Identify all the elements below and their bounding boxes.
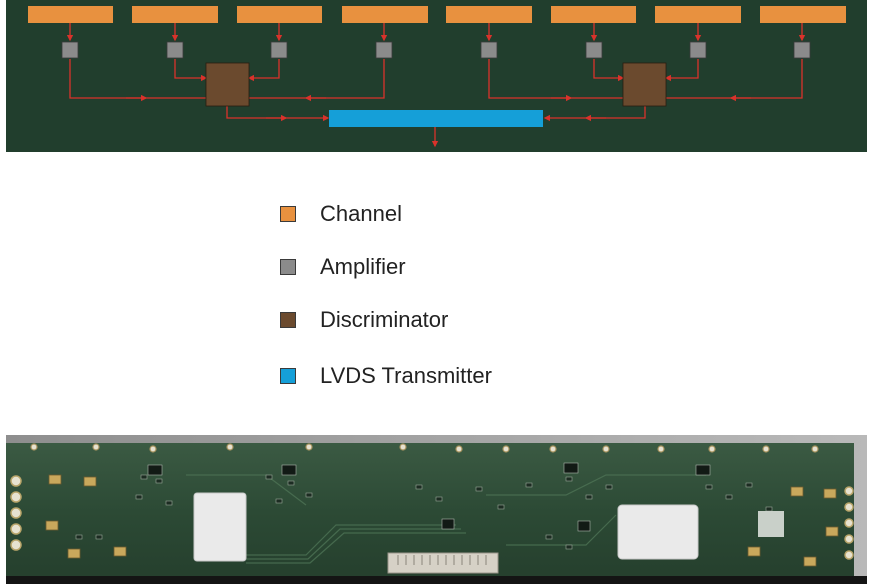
legend-label-discriminator: Discriminator [320, 307, 449, 332]
channel-block [237, 6, 322, 23]
channel-block [760, 6, 846, 23]
qr-code [758, 511, 784, 537]
lvds-swatch [280, 368, 296, 384]
shield-can-right [617, 504, 699, 560]
left-pin-holes [10, 475, 22, 551]
amplifier-block [166, 41, 184, 59]
smd-components [75, 474, 773, 550]
channel-block [551, 6, 636, 23]
legend-item-lvds: LVDS Transmitter [280, 363, 492, 389]
channel-row [28, 6, 846, 23]
amplifier-block [270, 41, 288, 59]
signal-lines [66, 23, 806, 148]
amplifier-block [61, 41, 79, 59]
right-pin-holes [844, 486, 854, 560]
ribbon-connector [387, 552, 499, 574]
channel-block [132, 6, 218, 23]
amplifier-block [375, 41, 393, 59]
connector-pins [397, 555, 487, 565]
channel-block [28, 6, 113, 23]
discriminator-swatch [280, 312, 296, 328]
top-vias [30, 443, 819, 453]
legend-label-lvds: LVDS Transmitter [320, 363, 492, 388]
tantalum-capacitors [45, 474, 839, 567]
amplifier-block [480, 41, 498, 59]
channel-block [342, 6, 428, 23]
amplifier-block [585, 41, 603, 59]
legend-item-discriminator: Discriminator [280, 307, 448, 333]
discriminator-block [622, 62, 667, 107]
discriminator-block [205, 62, 250, 107]
board-edge [6, 576, 867, 584]
amplifier-block [689, 41, 707, 59]
pcb-photo [6, 435, 867, 584]
channel-block [446, 6, 532, 23]
lvds-transmitter-block [329, 110, 543, 127]
legend-item-channel: Channel [280, 201, 402, 227]
amplifier-block [793, 41, 811, 59]
ic-chips [147, 462, 711, 532]
legend-item-amplifier: Amplifier [280, 254, 406, 280]
shield-can-left [193, 492, 247, 562]
amplifier-swatch [280, 259, 296, 275]
channel-block [655, 6, 741, 23]
amplifier-row [61, 41, 811, 59]
legend-label-channel: Channel [320, 201, 402, 226]
channel-swatch [280, 206, 296, 222]
legend-label-amplifier: Amplifier [320, 254, 406, 279]
readout-block-diagram [6, 0, 867, 152]
